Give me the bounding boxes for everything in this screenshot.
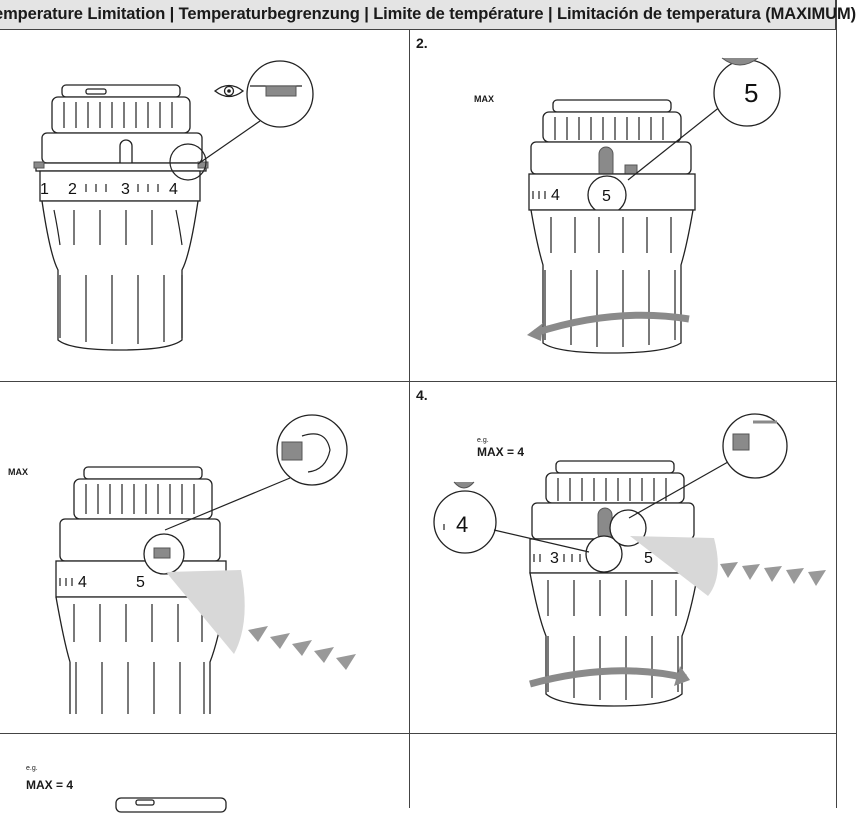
dial-number: 5	[602, 188, 611, 205]
dial-number: 4	[78, 574, 87, 591]
step-number: 2.	[416, 35, 428, 51]
magnifier-callout	[627, 57, 781, 181]
divider-right	[836, 0, 837, 808]
dial-number: 3	[121, 181, 130, 198]
callout-number: 5	[744, 78, 758, 108]
dial-number: 5	[644, 550, 653, 567]
dial-number: 5	[136, 574, 145, 591]
magnifier-callout	[164, 414, 348, 531]
header-bar: emperature Limitation | Temperaturbegren…	[0, 0, 856, 30]
max-equals-text: MAX = 4	[26, 778, 74, 792]
example-label: e.g.	[477, 437, 489, 444]
step-number: .	[0, 34, 1, 50]
divider-vertical	[409, 30, 410, 808]
divider-horizontal-1	[0, 381, 837, 382]
dial-number: 1	[40, 181, 49, 198]
eye-icon	[213, 84, 245, 98]
magnifier-callout-left: 4	[433, 481, 590, 554]
page-title: emperature Limitation | Temperaturbegren…	[0, 5, 856, 23]
step-number: .	[0, 738, 1, 754]
arrow-chevrons	[248, 626, 356, 670]
callout-number: 4	[456, 512, 468, 537]
step-number: 4.	[416, 387, 428, 403]
max-label: MAX	[8, 467, 28, 477]
divider-horizontal-2	[0, 733, 837, 734]
dial-number: 3	[550, 550, 559, 567]
magnifier-callout	[169, 60, 314, 181]
dial-number: 4	[551, 187, 560, 204]
dial-number: 4	[169, 181, 178, 198]
thermostat-head-2: 4 5	[527, 99, 696, 354]
max-equals-text: MAX = 4	[477, 445, 525, 459]
callout-number-5: 5	[744, 78, 758, 108]
step-number: .	[0, 386, 1, 402]
thermostat-head-5	[115, 797, 227, 813]
dial-number: 2	[68, 181, 77, 198]
arrow-chevrons	[720, 562, 826, 586]
example-label: e.g.	[26, 765, 38, 772]
thermostat-head-3: 4 5	[55, 466, 245, 714]
thermostat-head-1: 1 2 3 4	[33, 84, 209, 351]
max-label: MAX	[474, 94, 494, 104]
magnifier-callout-right	[628, 413, 788, 519]
